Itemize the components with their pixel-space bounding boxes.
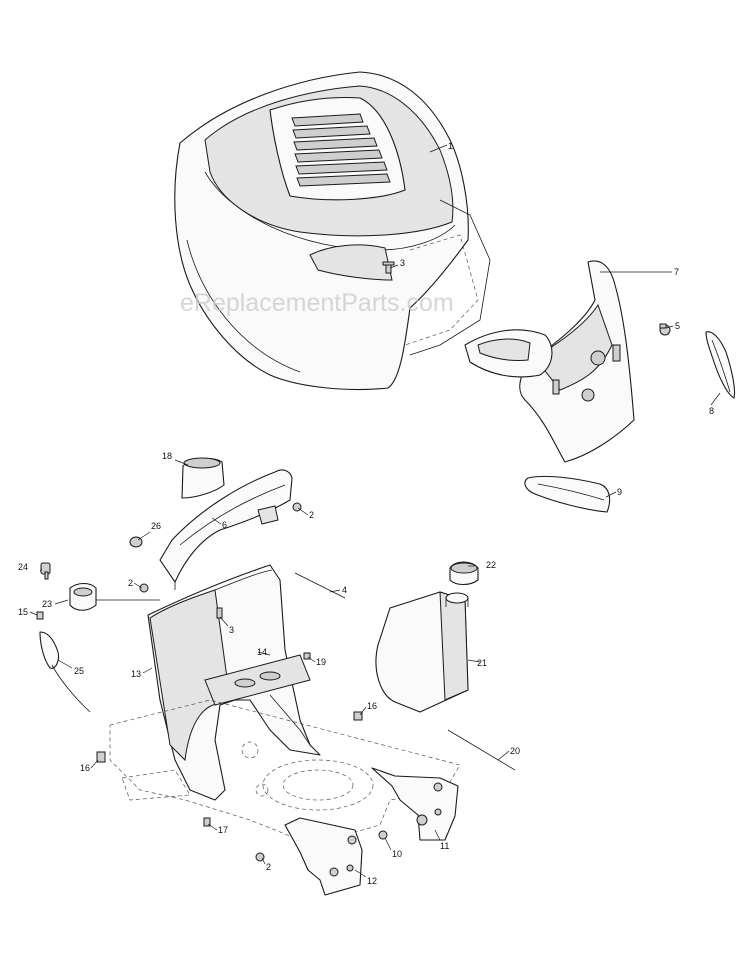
callout-c7: 7 (674, 267, 679, 277)
grille-part-7[interactable] (464, 260, 635, 463)
callout-c6: 6 (222, 520, 227, 530)
callout-c2a: 2 (309, 510, 314, 520)
callout-c22: 22 (486, 560, 496, 570)
lens-part-8[interactable] (705, 331, 736, 399)
bracket-part-12[interactable] (284, 817, 363, 896)
bolt-part-2-switch[interactable] (139, 583, 149, 593)
bolt-part-5[interactable] (659, 323, 671, 336)
callout-c10: 10 (392, 849, 402, 859)
callout-c2b: 2 (128, 578, 133, 588)
bolt-part-2-bottom[interactable] (255, 852, 265, 862)
callout-c26: 26 (151, 521, 161, 531)
clip-part-19[interactable] (303, 652, 311, 660)
fuel-cap-part-22[interactable] (449, 561, 479, 586)
callout-c25: 25 (74, 666, 84, 676)
callout-c18: 18 (162, 451, 172, 461)
callout-c16b: 16 (80, 763, 90, 773)
bolt-part-2-dash[interactable] (292, 502, 302, 512)
cup-part-18[interactable] (181, 457, 225, 499)
nut-part-10[interactable] (378, 830, 388, 840)
callout-c19: 19 (316, 657, 326, 667)
callout-c11: 11 (440, 841, 449, 851)
watermark-text: eReplacementParts.com (180, 289, 454, 317)
hood-part-1[interactable] (174, 71, 491, 391)
callout-c1: 1 (448, 141, 453, 151)
strap-part-20[interactable] (447, 729, 516, 771)
callout-c21: 21 (477, 658, 487, 668)
fuel-tank-part-21[interactable] (375, 591, 469, 713)
hood-grille-slots (291, 113, 391, 187)
callout-c20: 20 (510, 746, 520, 756)
hood-support-part-13[interactable] (147, 564, 321, 801)
callout-c15: 15 (18, 607, 28, 617)
callout-c3a: 3 (400, 258, 405, 268)
screw-part-17[interactable] (203, 817, 211, 827)
callout-c2c: 2 (266, 862, 271, 872)
fastener-part-16-left[interactable] (96, 751, 106, 763)
knob-part-15[interactable] (36, 611, 44, 620)
callout-c13: 13 (131, 669, 141, 679)
callout-c4: 4 (342, 585, 347, 595)
screw-part-3-upper[interactable] (382, 261, 395, 274)
chassis-frame (109, 699, 461, 841)
callout-c14: 14 (257, 647, 267, 657)
callout-c3b: 3 (229, 625, 234, 635)
dash-panel-part-6[interactable] (159, 469, 293, 590)
callout-c16a: 16 (367, 701, 377, 711)
callout-c23: 23 (42, 599, 52, 609)
callout-c24: 24 (18, 562, 28, 572)
lens-part-9[interactable] (524, 475, 611, 513)
callout-c17: 17 (218, 825, 228, 835)
leader-lines (29, 144, 721, 878)
callout-c5: 5 (675, 321, 680, 331)
callout-c9: 9 (617, 487, 622, 497)
callout-c8: 8 (709, 406, 714, 416)
ignition-switch-part-23[interactable] (69, 582, 97, 611)
cable-part-25[interactable] (39, 631, 91, 713)
fastener-part-16-right[interactable] (353, 711, 363, 721)
key-part-24[interactable] (40, 562, 51, 580)
rod-part-4[interactable] (294, 572, 346, 599)
bracket-part-11[interactable] (371, 767, 459, 841)
screw-part-3-lower[interactable] (216, 607, 223, 619)
callout-c12: 12 (367, 876, 377, 886)
